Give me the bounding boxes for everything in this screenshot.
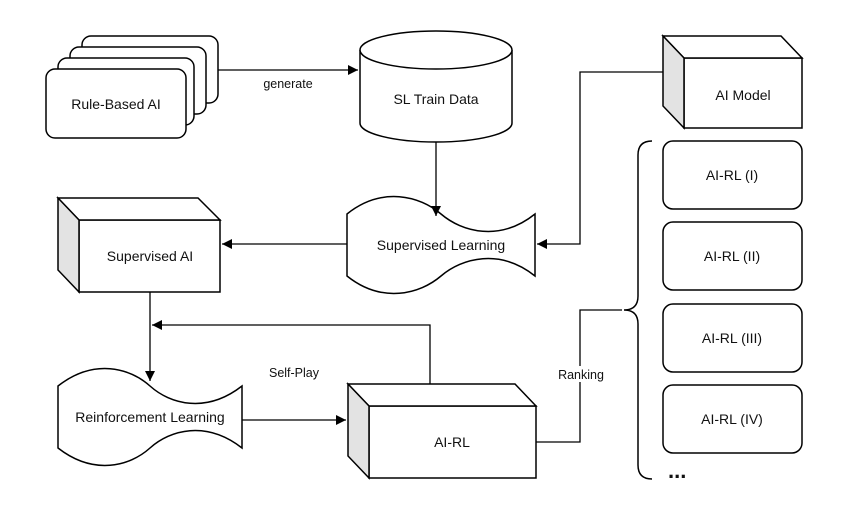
ranking-brace	[623, 140, 653, 480]
ranking-edge-label-front: Ranking	[558, 368, 604, 382]
reinforcement-learning-label: Reinforcement Learning	[75, 409, 224, 425]
supervised-learning-node: Supervised Learning	[346, 195, 536, 295]
ai-rl-3-label: AI-RL (III)	[702, 330, 762, 346]
ranking-label-bg	[552, 366, 610, 382]
sl-train-data-node: SL Train Data	[359, 30, 513, 143]
self-play-edge-label: Self-Play	[269, 366, 320, 380]
ai-rl-3-node: AI-RL (III)	[662, 303, 803, 373]
ai-rl-1-node: AI-RL (I)	[662, 140, 803, 210]
generate-edge-label: generate	[263, 77, 312, 91]
ai-rl-node: AI-RL	[346, 382, 538, 480]
sl-train-data-label: SL Train Data	[393, 91, 478, 107]
ai-rl-1-label: AI-RL (I)	[706, 167, 758, 183]
ai-model-node: AI Model	[661, 34, 804, 130]
supervised-ai-node: Supervised AI	[56, 196, 222, 294]
ai-rl-4-label: AI-RL (IV)	[701, 411, 763, 427]
edge-self-play-loop	[152, 320, 431, 384]
ai-rl-2-label: AI-RL (II)	[704, 248, 760, 264]
reinforcement-learning-node: Reinforcement Learning	[57, 367, 243, 467]
supervised-ai-label: Supervised AI	[107, 248, 193, 264]
supervised-learning-label: Supervised Learning	[377, 237, 505, 253]
ai-model-label: AI Model	[715, 87, 770, 103]
ai-rl-2-node: AI-RL (II)	[662, 221, 803, 291]
more-ellipsis: ...	[668, 458, 686, 483]
rule-based-ai-label: Rule-Based AI	[71, 96, 161, 112]
ai-rl-4-node: AI-RL (IV)	[662, 384, 803, 454]
ai-rl-label: AI-RL	[434, 434, 470, 450]
rule-based-ai-node: Rule-Based AI	[45, 35, 219, 139]
edge-ai-model-to-supervised-learning	[537, 71, 663, 249]
